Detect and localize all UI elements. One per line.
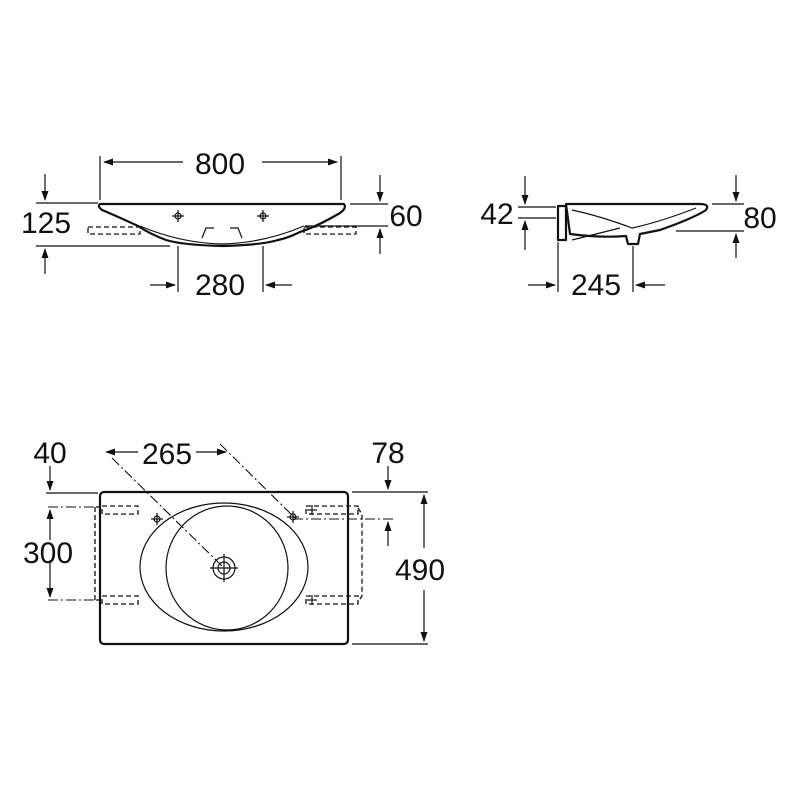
dim-height-125: 125 bbox=[21, 207, 71, 240]
top-fixing-hole-right-lower-icon bbox=[307, 595, 317, 605]
side-view: 42 80 245 bbox=[480, 175, 777, 302]
dim-diagonal-265: 265 bbox=[142, 438, 192, 471]
centerline-left-diagonal bbox=[111, 457, 223, 567]
top-bracket-left bbox=[94, 506, 100, 601]
dim-depth-80: 80 bbox=[743, 202, 776, 235]
drain-icon bbox=[210, 554, 238, 582]
top-tap-hole-left-icon bbox=[151, 513, 163, 525]
dim-depth-60: 60 bbox=[389, 200, 422, 233]
front-bracket-left bbox=[87, 226, 141, 235]
top-bracket-left-lower bbox=[101, 595, 139, 605]
front-bowl-line bbox=[139, 225, 305, 245]
top-bracket-right-lower bbox=[305, 595, 359, 605]
dim-offset-40: 40 bbox=[33, 437, 66, 470]
side-basin-profile bbox=[564, 202, 709, 246]
front-drain-detail bbox=[201, 227, 243, 239]
side-bowl-line bbox=[571, 207, 697, 229]
front-view: 800 125 60 280 bbox=[21, 148, 423, 302]
tap-hole-right-icon bbox=[257, 210, 269, 222]
top-basin-outline bbox=[98, 490, 350, 646]
top-view: 265 40 300 78 490 bbox=[23, 437, 445, 646]
dim-height-42: 42 bbox=[480, 198, 513, 231]
side-wall-bracket bbox=[556, 204, 568, 242]
dim-depth-490: 490 bbox=[395, 554, 445, 587]
top-fixing-hole-right-upper-icon bbox=[307, 505, 317, 515]
top-bracket-left-upper bbox=[101, 505, 139, 515]
top-tap-hole-right-icon bbox=[287, 511, 299, 523]
top-bowl-circle bbox=[165, 505, 289, 631]
dim-hole-spacing-280: 280 bbox=[195, 269, 245, 302]
side-support-line bbox=[571, 227, 621, 241]
dim-offset-78: 78 bbox=[371, 437, 404, 470]
dim-width-800: 800 bbox=[195, 148, 245, 181]
tap-hole-left-icon bbox=[172, 210, 184, 222]
dim-depth-245: 245 bbox=[571, 269, 621, 302]
front-basin-outline bbox=[97, 202, 346, 248]
front-bracket-right bbox=[303, 226, 357, 235]
top-bracket-right-upper bbox=[305, 505, 359, 515]
top-bracket-right bbox=[357, 507, 363, 603]
dim-bracket-300: 300 bbox=[23, 537, 73, 570]
top-bowl-oval bbox=[139, 502, 309, 632]
